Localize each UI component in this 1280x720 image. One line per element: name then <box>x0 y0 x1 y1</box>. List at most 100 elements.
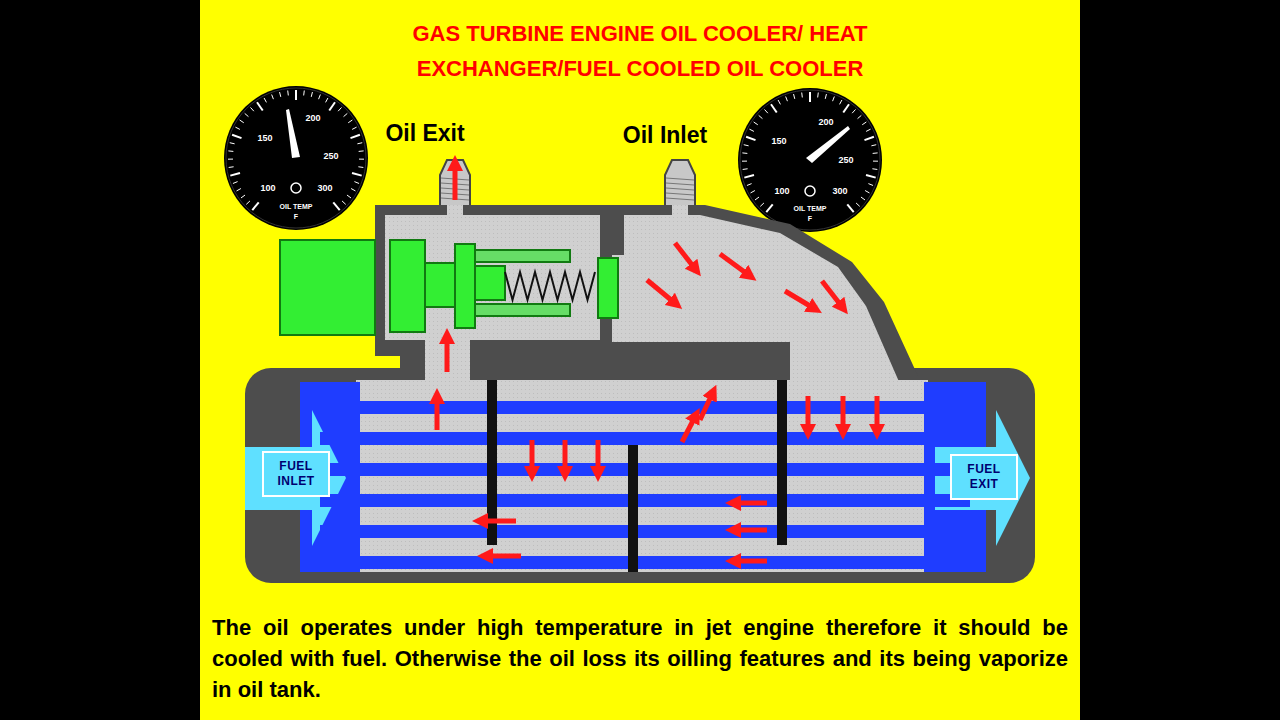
port-label: Oil Inlet <box>623 122 707 149</box>
left-gauge <box>224 86 368 230</box>
flow-arrow <box>841 396 846 432</box>
valve-chamber <box>385 215 600 384</box>
gauge-tick <box>347 195 351 198</box>
flow-arrow <box>733 528 767 533</box>
gauge-tick <box>751 191 755 193</box>
flow-arrow <box>596 440 601 474</box>
gauge-needles <box>286 109 850 196</box>
gauge-tick <box>229 166 234 168</box>
gauge-tick <box>833 97 835 102</box>
oil-flow-arrows <box>437 163 877 561</box>
fuel-tube <box>320 525 970 538</box>
gauge-tick <box>771 104 777 112</box>
gauge-tick <box>358 166 363 168</box>
flow-arrow <box>445 336 450 372</box>
flow-arrow <box>700 392 713 420</box>
gauge-tick <box>303 91 305 96</box>
gauge-unit: F <box>294 213 298 220</box>
gauge-tick <box>865 137 874 140</box>
gauge-tick <box>235 127 239 129</box>
flow-arrow <box>563 440 568 474</box>
port-bore <box>447 205 463 217</box>
node-label: FUEL INLET <box>264 459 328 489</box>
flow-arrow <box>485 554 521 559</box>
gauge-tick <box>852 109 855 113</box>
gauge-tick <box>344 113 348 116</box>
gauge-unit: OIL TEMP <box>794 205 827 212</box>
port-label: Oil Exit <box>385 120 464 147</box>
gauge-tick <box>760 203 764 206</box>
gauge-tick <box>232 135 241 138</box>
gauge-tick <box>742 152 747 154</box>
chamber-wall <box>602 205 624 255</box>
gauge-number: 300 <box>317 183 332 193</box>
gauge-tick <box>759 115 763 118</box>
fuel-port-box: FUEL EXIT <box>950 454 1018 500</box>
gauge-tick <box>861 197 865 200</box>
gauge-tick <box>809 92 811 102</box>
flow-arrow <box>806 396 811 432</box>
gauge-tick <box>778 100 780 104</box>
gauge-tick <box>817 93 819 98</box>
fuel-tube <box>320 432 970 445</box>
gauge-tick <box>847 204 853 212</box>
gauge-tick <box>352 127 356 129</box>
gauge-tick <box>359 150 364 152</box>
gauge-tick <box>280 92 281 97</box>
gauge-tick <box>747 184 752 186</box>
gauge-tick <box>295 90 297 100</box>
fuel-tube <box>320 463 970 476</box>
gauge-number: 250 <box>838 155 853 165</box>
gauge-tick <box>755 197 759 200</box>
background-panel <box>200 0 1080 720</box>
gauge-tick <box>241 195 245 198</box>
gauge-tick <box>873 152 878 154</box>
node-text-group: FUEL INLET <box>264 459 328 489</box>
fuel-tube <box>320 494 970 507</box>
node-label: FUEL EXIT <box>952 462 1016 492</box>
gauge-tick <box>742 161 747 162</box>
flow-arrow <box>822 281 843 308</box>
inlet-chamber <box>612 215 900 384</box>
gauge-tick <box>264 98 266 102</box>
gauge-tick <box>257 102 263 110</box>
gauge-unit: F <box>808 215 812 222</box>
gauge-tick <box>872 168 877 170</box>
port-bore <box>672 205 688 217</box>
gauge-number: 150 <box>771 136 786 146</box>
gauge-unit: OIL TEMP <box>280 203 313 210</box>
right-gauge <box>738 88 882 232</box>
gauge-tick <box>252 202 258 210</box>
gauge-tick <box>359 159 364 160</box>
flow-arrow <box>435 396 440 430</box>
gauge-tick <box>744 145 749 146</box>
gauge-tick <box>250 107 253 111</box>
gauge-tick <box>764 109 767 113</box>
gauge-tick <box>866 129 870 131</box>
caption: The oil operates under high temperature … <box>212 612 1068 705</box>
gauge-tick <box>230 143 235 144</box>
flow-arrow <box>647 280 676 304</box>
thread-line <box>666 178 694 180</box>
gauge-tick <box>326 98 328 102</box>
gauge-tick <box>794 94 795 99</box>
bypass-valve <box>280 240 618 335</box>
gauge-tick <box>287 91 289 96</box>
gauge-tick <box>858 115 862 118</box>
gauge-number: 150 <box>257 133 272 143</box>
gauge-tick <box>825 94 826 99</box>
gauge-tick <box>329 102 335 110</box>
gauge-number: 200 <box>305 113 320 123</box>
gauge-tick <box>333 202 339 210</box>
gauge-ticks <box>228 90 878 212</box>
gauge-tick <box>766 204 772 212</box>
gauge-number: 250 <box>323 151 338 161</box>
flow-arrow <box>720 254 750 276</box>
thread-line <box>666 193 694 195</box>
gauge-tick <box>743 168 748 170</box>
gauge-tick <box>228 150 233 152</box>
flow-arrow <box>530 440 535 474</box>
title: GAS TURBINE ENGINE OIL COOLER/ HEAT EXCH… <box>220 16 1060 86</box>
